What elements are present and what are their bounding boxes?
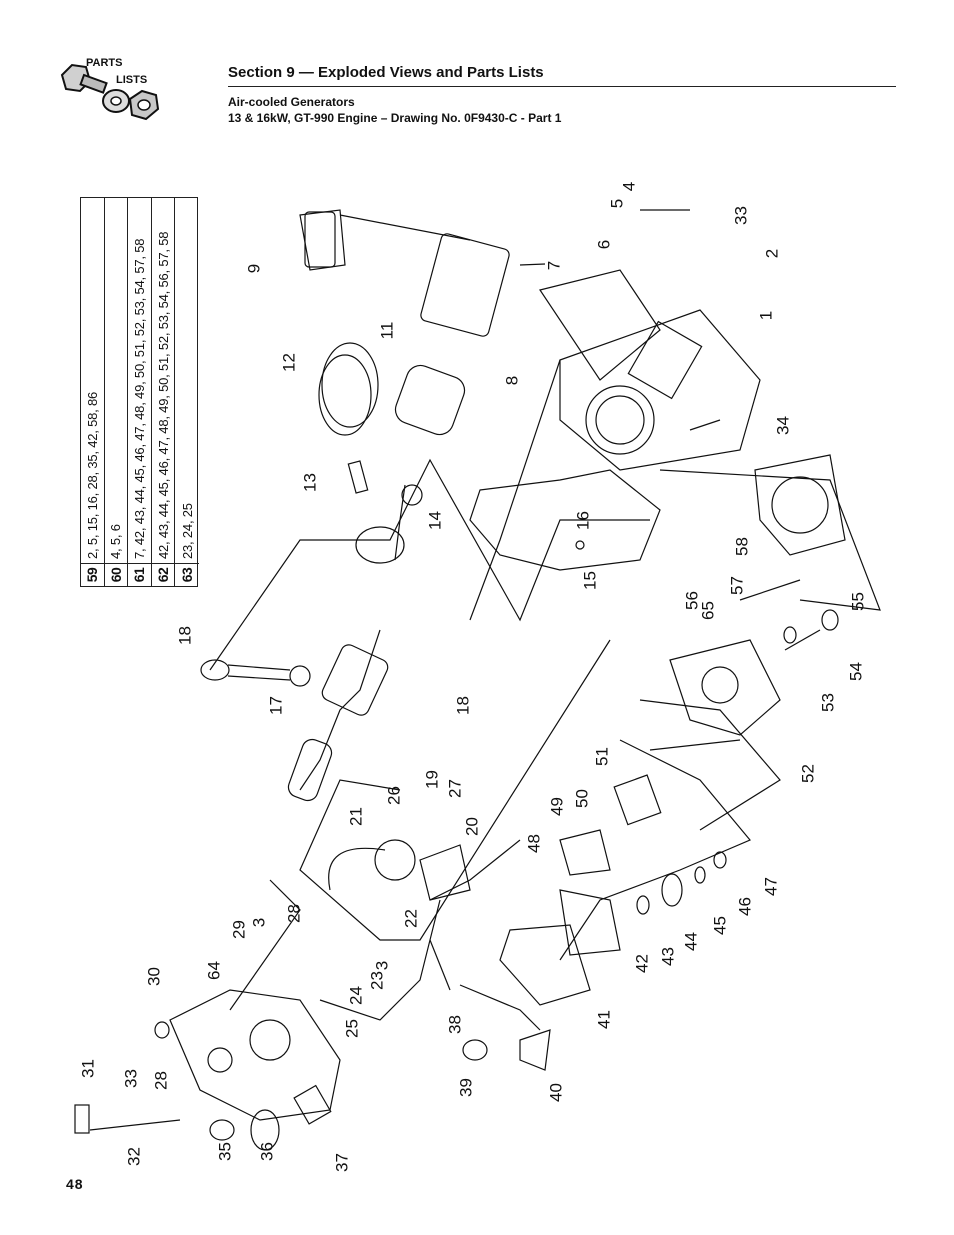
parts-table-kit-number: 61 [128,563,151,586]
callout-label: 39 [456,1078,476,1097]
parts-table-kit-number: 60 [104,563,128,586]
callout-label: 51 [592,747,612,766]
callout-label: 27 [445,779,465,798]
callout-label: 29 [229,920,249,939]
callout-label: 5 [607,198,627,209]
callout-label: 1 [756,310,776,321]
callout-label: 18 [175,626,195,645]
callout-label: 40 [546,1083,566,1102]
callout-label: 12 [279,353,299,372]
callout-label: 43 [658,947,678,966]
callout-label: 44 [681,932,701,951]
parts-table-row: 59 2, 5, 15, 16, 28, 35, 42, 58, 86 [81,198,105,586]
parts-table-row: 63 23, 24, 25 [175,198,199,586]
parts-table-kit-number: 63 [175,563,199,586]
callout-label: 36 [257,1142,277,1161]
callout-label: 55 [848,592,868,611]
callout-label: 32 [124,1147,144,1166]
callout-label: 2 [762,248,782,259]
callout-label: 65 [698,601,718,620]
callout-label: 48 [524,834,544,853]
callout-label: 18 [453,696,473,715]
parts-table-row: 62 42, 43, 44, 45, 46, 47, 48, 49, 50, 51… [151,198,176,586]
callout-label: 57 [727,576,747,595]
callout-label: 35 [215,1142,235,1161]
callout-label: 15 [580,571,600,590]
callout-label: 8 [502,375,522,386]
section-title: Section 9 — Exploded Views and Parts Lis… [228,64,896,87]
callout-label: 41 [594,1010,614,1029]
parts-table-part-list: 2, 5, 15, 16, 28, 35, 42, 58, 86 [84,391,100,559]
subtitle-drawing: 13 & 16kW, GT-990 Engine – Drawing No. 0… [228,111,562,125]
callout-label: 13 [300,473,320,492]
callout-label: 47 [761,877,781,896]
callout-label: 45 [710,916,730,935]
parts-table-part-list: 4, 5, 6 [108,524,124,559]
callout-label: 34 [773,416,793,435]
parts-table-part-list: 42, 43, 44, 45, 46, 47, 48, 49, 50, 51, … [155,231,171,559]
callout-label: 58 [732,537,752,556]
callout-label: 30 [144,967,164,986]
callout-label: 23 [367,971,387,990]
parts-table-row: 60 4, 5, 6 [104,198,129,586]
callout-label: 7 [544,260,564,271]
logo-line1: PARTS [86,57,123,69]
callout-label: 28 [151,1071,171,1090]
callout-label: 50 [572,789,592,808]
parts-table-row: 61 7, 42, 43, 44, 45, 46, 47, 48, 49, 50,… [128,198,152,586]
callout-label: 64 [204,961,224,980]
callout-label: 33 [121,1069,141,1088]
callout-label: 20 [462,817,482,836]
callout-label: 28 [284,904,304,923]
callout-label: 54 [846,662,866,681]
callout-label: 9 [244,263,264,274]
callout-label: 19 [422,770,442,789]
callout-label: 6 [594,239,614,250]
logo-line2: LISTS [116,74,148,86]
nut-bolt-icon [60,63,160,121]
callout-label: 49 [547,797,567,816]
callout-label: 17 [266,696,286,715]
callout-label: 37 [332,1153,352,1172]
callout-label: 25 [342,1019,362,1038]
callout-label: 3 [249,917,269,928]
callout-label: 21 [346,807,366,826]
parts-table-kit-number: 59 [81,563,104,586]
callout-label: 22 [401,909,421,928]
subtitle-generators: Air-cooled Generators [228,95,355,109]
callout-label: 14 [425,511,445,530]
parts-table-kit-number: 62 [151,563,175,586]
callout-label: 16 [573,511,593,530]
parts-table-part-list: 7, 42, 43, 44, 45, 46, 47, 48, 49, 50, 5… [131,238,147,559]
callout-label: 52 [798,764,818,783]
callout-label: 33 [731,206,751,225]
callout-label: 24 [346,986,366,1005]
page-number: 48 [66,1176,84,1192]
callout-label: 38 [445,1015,465,1034]
page-header: Section 9 — Exploded Views and Parts Lis… [228,64,896,125]
callout-label: 42 [632,954,652,973]
parts-lists-logo: PARTS LISTS [58,55,168,130]
callout-label: 11 [377,321,397,340]
parts-table-part-list: 23, 24, 25 [179,503,195,559]
callout-label: 46 [735,897,755,916]
callout-label: 26 [384,786,404,805]
callout-label: 53 [818,693,838,712]
callout-label: 31 [78,1059,98,1078]
